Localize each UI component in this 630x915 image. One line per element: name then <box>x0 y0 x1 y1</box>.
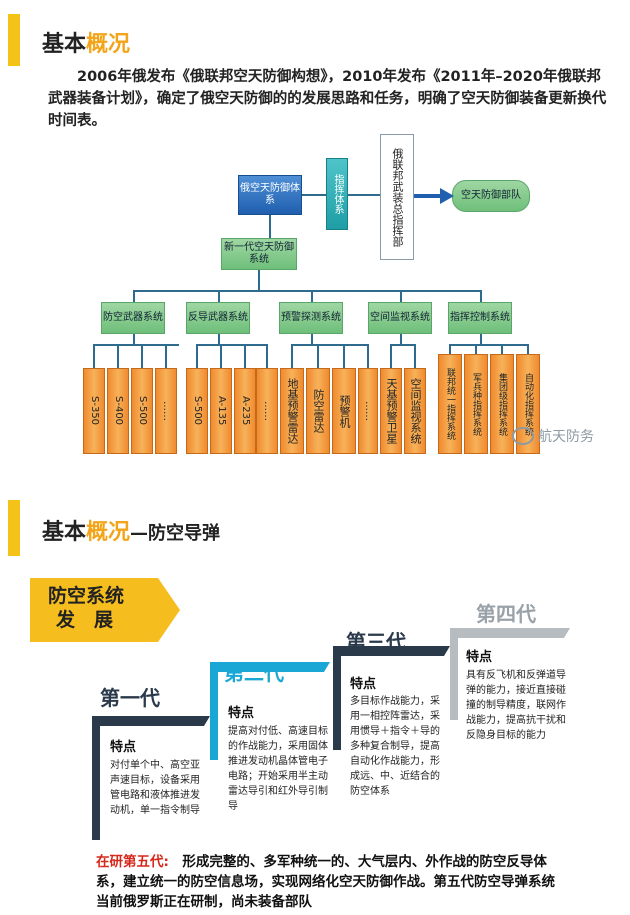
group-missile-defense: 反导武器系统 <box>186 302 250 334</box>
banner-label: 防空系统 发 展 <box>48 585 125 631</box>
item-group-command: 集团级指挥系统 <box>490 354 514 454</box>
connector <box>480 334 482 344</box>
connector <box>291 344 293 368</box>
connector <box>269 215 271 238</box>
node-air-space-defense-forces: 空天防御部队 <box>452 180 530 212</box>
group-air-defense: 防空武器系统 <box>101 302 165 334</box>
section2-accent-bar <box>8 500 20 556</box>
group-space-surveillance: 空间监视系统 <box>368 302 432 334</box>
connector <box>449 344 451 354</box>
connector <box>400 290 402 302</box>
connector <box>93 344 95 368</box>
fifth-gen-paragraph: 在研第五代: 形成完整的、多军种统一的、大气层内、外作战的防空反导体系，建立统一… <box>96 854 555 910</box>
item-ellipsis: …… <box>155 368 177 454</box>
node-general-command: 俄联邦武装总指挥部 <box>380 134 414 260</box>
gen3-label: 第三代 <box>346 630 406 654</box>
connector <box>133 290 481 292</box>
gen3-feature-title: 特点 <box>350 677 377 692</box>
item-s500-b: S-500 <box>186 368 208 454</box>
gen4-label: 第四代 <box>476 602 536 626</box>
connector <box>527 344 529 354</box>
connector <box>244 344 246 368</box>
connector <box>165 344 167 368</box>
item-ground-radar: 地基预警雷达 <box>280 368 304 454</box>
gen2-feature-text: 提高对付低、高速目标的作战能力，采用固体推进发动机晶体管电子电路；开始采用半主动… <box>228 726 328 812</box>
connector <box>291 344 369 346</box>
connector <box>367 344 369 368</box>
banner-arrow <box>30 578 180 642</box>
connector <box>414 344 416 368</box>
gen1-label: 第一代 <box>100 686 160 710</box>
gen2-feature-title: 特点 <box>228 706 255 721</box>
connector <box>220 344 222 368</box>
connector <box>93 344 179 346</box>
connector <box>266 344 268 368</box>
node-new-gen-system: 新一代空天防御系统 <box>221 238 297 270</box>
section1-paragraph: 2006年俄发布《俄联邦空天防御构想》，2010年发布《2011年–2020年俄… <box>48 69 607 129</box>
item-ellipsis-b: …… <box>256 368 278 454</box>
gen3-feature-text: 多目标作战能力，采用一相控阵雷达，采用惯导＋指令＋导的多种复合制导，提高自动化作… <box>350 696 440 797</box>
group-early-warning: 预警探测系统 <box>279 302 343 334</box>
connector <box>196 344 268 346</box>
section1-accent-bar <box>8 14 20 66</box>
section1-title: 基本概况 <box>42 32 131 57</box>
connector <box>311 334 313 344</box>
connector <box>133 290 135 302</box>
generation-steps <box>92 628 570 840</box>
item-s400: S-400 <box>107 368 129 454</box>
item-s350: S-350 <box>83 368 105 454</box>
connector <box>343 344 345 368</box>
node-command-system: 指挥体系 <box>326 158 348 230</box>
connector <box>218 290 220 302</box>
item-ellipsis-c: …… <box>358 368 378 454</box>
connector <box>117 344 119 368</box>
arrow-right-icon <box>414 188 454 204</box>
item-space-warning-satellite: 天基预警卫星 <box>380 368 402 454</box>
connector <box>196 344 198 368</box>
connector <box>133 334 135 344</box>
connector <box>475 344 477 354</box>
connector <box>449 344 527 346</box>
item-space-surveillance: 空间监视系统 <box>404 368 426 454</box>
connector <box>501 344 503 354</box>
connector <box>258 270 260 290</box>
connector <box>390 344 416 346</box>
gen1-feature-text: 对付单个中、高空亚声速目标，设备采用管电路和液体推进发动机，单一指令制导 <box>110 760 200 816</box>
connector <box>302 194 326 196</box>
connector <box>218 334 220 344</box>
node-air-space-defense-system: 俄空天防御体系 <box>238 175 302 215</box>
item-a235: A-235 <box>234 368 256 454</box>
gen1-feature-title: 特点 <box>110 740 137 755</box>
section2-title: 基本概况—防空导弹 <box>42 520 221 545</box>
gen2-label: 第二代 <box>224 661 284 685</box>
connector <box>311 290 313 302</box>
group-command-control: 指挥控制系统 <box>448 302 512 334</box>
item-s500: S-500 <box>131 368 153 454</box>
connector <box>390 344 392 368</box>
connector <box>400 334 402 344</box>
gen4-feature-title: 特点 <box>466 650 493 665</box>
wechat-icon <box>512 427 534 445</box>
item-service-command: 军兵种指挥系统 <box>464 354 488 454</box>
item-a135: A-135 <box>210 368 232 454</box>
watermark: 航天防务 <box>512 426 594 446</box>
connector <box>348 194 380 196</box>
connector <box>480 290 482 302</box>
item-awacs: 预警机 <box>332 368 356 454</box>
item-federal-command: 联邦统一指挥系统 <box>438 354 462 454</box>
connector <box>317 344 319 368</box>
item-air-defense-radar: 防空雷达 <box>306 368 330 454</box>
gen4-feature-text: 具有反飞机和反弹道导弹的能力，接近直接碰撞的制导精度，联网作战能力，提高抗干扰和… <box>466 670 566 741</box>
connector <box>141 344 143 368</box>
